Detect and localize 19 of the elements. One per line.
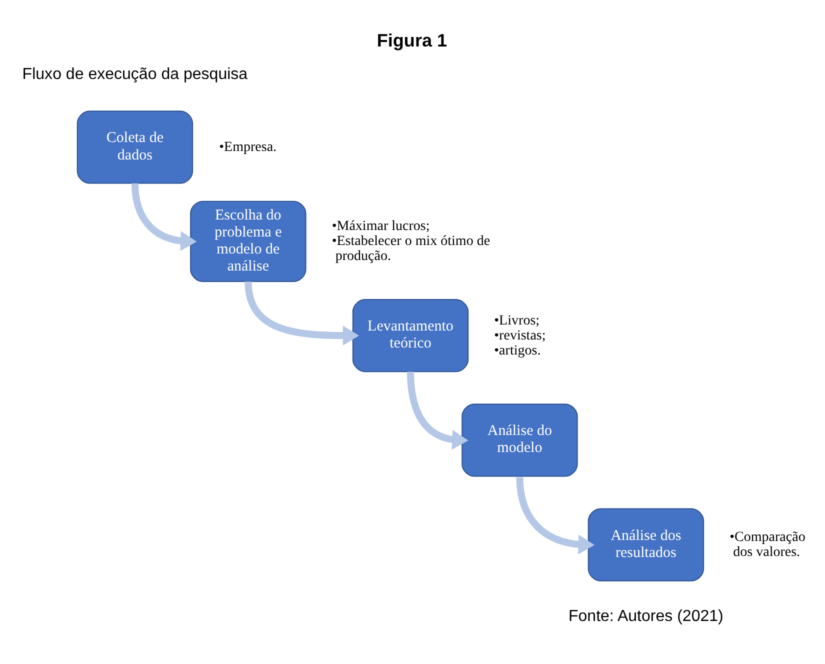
node-label: •revistas; bbox=[494, 328, 546, 344]
node-label: •Livros; bbox=[494, 313, 540, 328]
node-box: Análise do modelo bbox=[462, 404, 578, 477]
caption: Fonte: Autores (2021) bbox=[568, 606, 724, 625]
node-box: Análise dos resultados bbox=[588, 508, 704, 582]
node-label: •Máximar lucros; bbox=[332, 219, 430, 234]
diagram-title: Figura 1 bbox=[376, 30, 448, 50]
node-box: Coleta de dados bbox=[76, 110, 194, 184]
arrow bbox=[131, 183, 197, 251]
node-label: •Empresa. bbox=[219, 140, 277, 155]
node-box: Levantamento teórico bbox=[352, 299, 469, 372]
node-label: •Estabelecer o mix ótimo de produção. bbox=[332, 234, 490, 264]
label: Fluxo de execução da pesquisa bbox=[22, 64, 248, 83]
arrow bbox=[516, 477, 595, 554]
node-box: Escolha do problema e modelo de análise bbox=[190, 200, 306, 282]
node-label: •Comparação dos valores. bbox=[730, 530, 806, 560]
arrow bbox=[406, 372, 468, 450]
arrow bbox=[244, 281, 360, 346]
node-label: •artigos. bbox=[494, 343, 541, 358]
